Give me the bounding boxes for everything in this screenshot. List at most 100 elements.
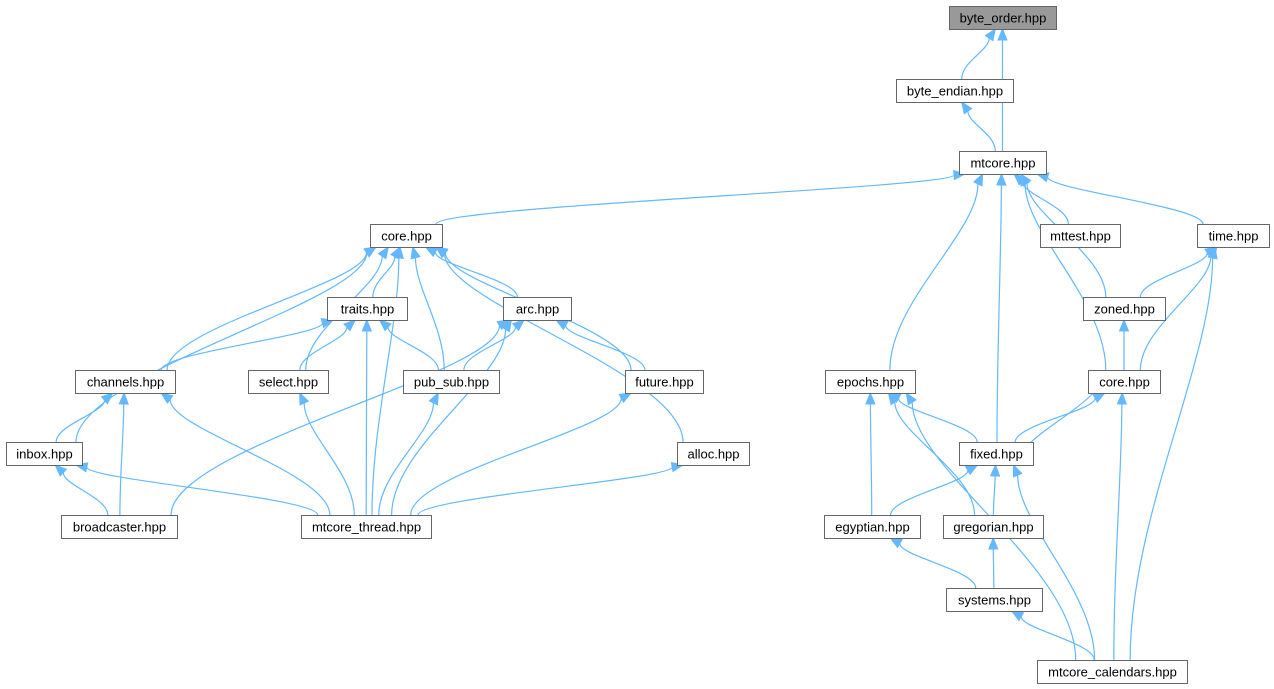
edge-fixed-to-mtcore (996, 172, 1007, 443)
node-label: broadcaster.hpp (73, 520, 166, 535)
edge-line (119, 403, 125, 516)
edge-line (961, 38, 990, 80)
edge-arrowhead (54, 464, 68, 477)
node-box (1040, 224, 1121, 248)
edge-arrowhead (1207, 245, 1218, 260)
node-pub-sub[interactable]: pub_sub.hpp (403, 370, 500, 394)
node-fixed[interactable]: fixed.hpp (959, 442, 1034, 466)
edge-arrowhead (996, 172, 1007, 186)
edge-mtcore_calendars-to-systems (1010, 610, 1095, 661)
graph-edges (54, 27, 1218, 661)
node-core-thread[interactable]: core.hpp (370, 224, 443, 248)
node-future[interactable]: future.hpp (625, 370, 704, 394)
node-traits[interactable]: traits.hpp (327, 297, 408, 321)
node-time[interactable]: time.hpp (1197, 224, 1270, 248)
node-box (959, 151, 1047, 175)
edge-line (1139, 252, 1209, 298)
node-label: pub_sub.hpp (414, 375, 489, 390)
edge-arrowhead (343, 319, 357, 332)
node-egyptian[interactable]: egyptian.hpp (824, 515, 921, 539)
node-box (943, 515, 1044, 539)
node-label: future.hpp (635, 375, 694, 390)
edge-arrowhead (984, 27, 997, 42)
node-box (301, 515, 432, 539)
node-byte-order[interactable]: byte_order.hpp (949, 6, 1057, 30)
node-box (370, 224, 443, 248)
edge-line (371, 257, 400, 516)
node-label: systems.hpp (958, 593, 1031, 608)
node-epochs[interactable]: epochs.hpp (825, 370, 916, 394)
edge-line (889, 183, 979, 371)
node-core-cal[interactable]: core.hpp (1088, 370, 1161, 394)
edge-time-to-mtcore (1035, 172, 1204, 225)
edge-byte_endian-to-byte_order (961, 27, 997, 80)
node-gregorian[interactable]: gregorian.hpp (943, 515, 1044, 539)
node-mtcore-calendars[interactable]: mtcore_calendars.hpp (1037, 660, 1188, 684)
edge-mtcore_thread-to-inbox (74, 462, 319, 516)
edge-line (435, 174, 955, 225)
edge-line (565, 325, 646, 371)
node-label: core.hpp (381, 229, 432, 244)
edge-arrowhead (972, 172, 984, 187)
edge-select-to-traits (299, 319, 357, 371)
node-inbox[interactable]: inbox.hpp (6, 442, 83, 466)
edge-arrowhead (1118, 318, 1130, 332)
node-mtcore[interactable]: mtcore.hpp (959, 151, 1047, 175)
node-label: mttest.hpp (1050, 229, 1111, 244)
node-zoned[interactable]: zoned.hpp (1083, 297, 1166, 321)
edge-line (55, 400, 106, 443)
edge-line (444, 253, 684, 443)
edge-arrowhead (500, 318, 513, 333)
edge-arrowhead (410, 245, 421, 260)
edge-arrowhead (434, 246, 449, 259)
node-label: gregorian.hpp (953, 520, 1033, 535)
edge-line (86, 466, 319, 516)
node-label: mtcore_calendars.hpp (1048, 665, 1177, 680)
edge-line (391, 329, 507, 516)
node-broadcaster[interactable]: broadcaster.hpp (61, 515, 178, 539)
edge-line (463, 326, 517, 371)
edge-egyptian-to-epochs (865, 391, 876, 516)
edge-core_cal-to-mtcore (1020, 172, 1107, 371)
node-systems[interactable]: systems.hpp (946, 588, 1043, 612)
edge-line (996, 184, 1002, 443)
edge-future-to-arc (554, 319, 646, 371)
node-box (6, 442, 83, 466)
edge-arrowhead (363, 246, 378, 258)
edge-mtcore_calendars-to-time (1129, 245, 1218, 661)
edge-mtcore_thread-to-traits (361, 318, 373, 516)
edge-line (169, 399, 331, 516)
node-channels[interactable]: channels.hpp (75, 370, 176, 394)
node-select[interactable]: select.hpp (248, 370, 329, 394)
node-box (825, 370, 916, 394)
node-byte-endian[interactable]: byte_endian.hpp (896, 79, 1014, 103)
edge-epochs-to-mtcore (889, 172, 984, 371)
edge-line (365, 330, 368, 516)
node-box (248, 370, 329, 394)
edge-mtcore_thread-to-core_thread (371, 245, 405, 516)
node-alloc[interactable]: alloc.hpp (677, 442, 750, 466)
edge-line (1139, 256, 1212, 371)
node-label: time.hpp (1209, 229, 1259, 244)
node-label: zoned.hpp (1094, 302, 1155, 317)
node-label: mtcore.hpp (970, 156, 1035, 171)
edge-line (899, 543, 977, 589)
edge-arrowhead (100, 392, 114, 405)
edge-arrowhead (905, 391, 917, 406)
node-box (503, 297, 572, 321)
edge-fixed-to-epochs (887, 392, 978, 443)
node-box (896, 79, 1014, 103)
node-box (946, 588, 1043, 612)
edge-line (1014, 398, 1096, 443)
node-label: traits.hpp (341, 302, 394, 317)
edge-line (170, 325, 501, 516)
node-label: mtcore_thread.hpp (312, 520, 421, 535)
node-arc[interactable]: arc.hpp (503, 297, 572, 321)
edge-arrowhead (865, 391, 876, 405)
edge-mtcore_thread-to-pub_sub (378, 391, 439, 516)
edge-mtcore_calendars-to-core_cal (1113, 391, 1128, 661)
edge-arrowhead (997, 27, 1008, 41)
node-mtcore-thread[interactable]: mtcore_thread.hpp (301, 515, 432, 539)
node-mttest[interactable]: mttest.hpp (1040, 224, 1121, 248)
edge-arrowhead (1012, 463, 1023, 478)
